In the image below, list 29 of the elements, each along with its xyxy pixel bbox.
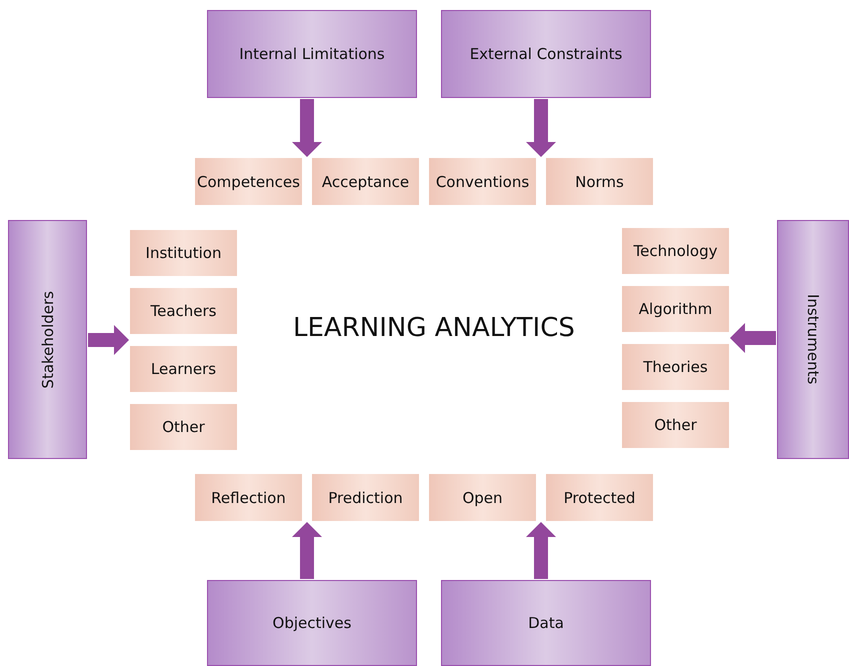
factor-box: Learners <box>130 346 237 392</box>
block-arrow <box>292 522 322 579</box>
factor-box: Institution <box>130 230 237 276</box>
factor-box: Teachers <box>130 288 237 334</box>
factor-box: Technology <box>622 228 729 274</box>
factor-box: Protected <box>546 474 653 521</box>
category-box: Objectives <box>207 580 417 666</box>
factor-box: Open <box>429 474 536 521</box>
block-arrow <box>526 99 556 157</box>
factor-box: Prediction <box>312 474 419 521</box>
block-arrow <box>88 325 129 355</box>
factor-box: Conventions <box>429 158 536 205</box>
factor-box: Algorithm <box>622 286 729 332</box>
block-arrow <box>292 99 322 157</box>
block-arrow <box>526 522 556 579</box>
block-arrow <box>730 323 776 353</box>
factor-box: Theories <box>622 344 729 390</box>
category-box: Internal Limitations <box>207 10 417 98</box>
category-box: External Constraints <box>441 10 651 98</box>
factor-box: Competences <box>195 158 302 205</box>
factor-box: Acceptance <box>312 158 419 205</box>
factor-box: Other <box>622 402 729 448</box>
factor-box: Other <box>130 404 237 450</box>
category-box: Stakeholders <box>8 220 87 459</box>
category-box: Data <box>441 580 651 666</box>
factor-box: Reflection <box>195 474 302 521</box>
factor-box: Norms <box>546 158 653 205</box>
category-box: Instruments <box>777 220 849 459</box>
center-title: LEARNING ANALYTICS <box>293 313 575 343</box>
